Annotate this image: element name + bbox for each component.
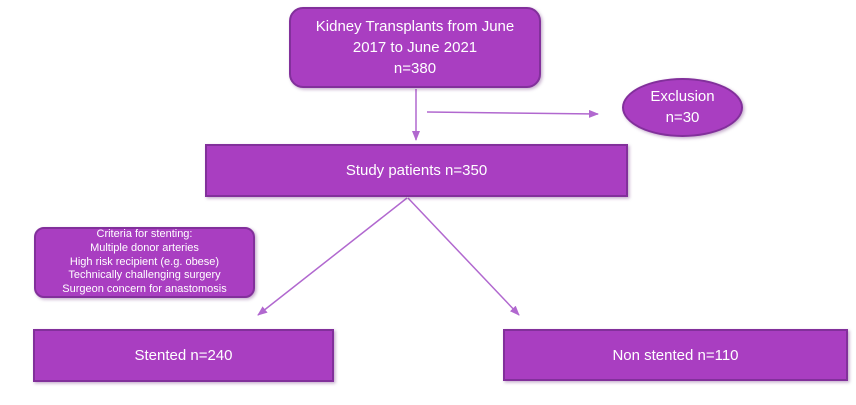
node-study-patients-label: Study patients n=350 — [345, 162, 488, 179]
arrow-study-to-stented — [257, 197, 408, 316]
node-exclusion: Exclusion n=30 — [622, 78, 743, 137]
node-exclusion-label: Exclusion n=30 — [650, 88, 715, 126]
node-non-stented-label: Non stented n=110 — [612, 346, 739, 364]
node-kidney-transplants-label: Kidney Transplants from June 2017 to Jun… — [315, 17, 515, 78]
arrow-transplants-to-exclusion — [426, 109, 599, 118]
node-kidney-transplants: Kidney Transplants from June 2017 to Jun… — [289, 7, 541, 88]
node-non-stented: Non stented n=110 — [503, 329, 848, 381]
node-stenting-criteria-label: Criteria for stenting: Multiple donor ar… — [62, 227, 227, 296]
node-stenting-criteria: Criteria for stenting: Multiple donor ar… — [34, 227, 255, 298]
node-stented: Stented n=240 — [33, 329, 334, 382]
node-stented-label: Stented n=240 — [134, 347, 233, 364]
node-study-patients: Study patients n=350 — [205, 144, 628, 197]
arrow-study-to-nonstented — [407, 197, 520, 316]
